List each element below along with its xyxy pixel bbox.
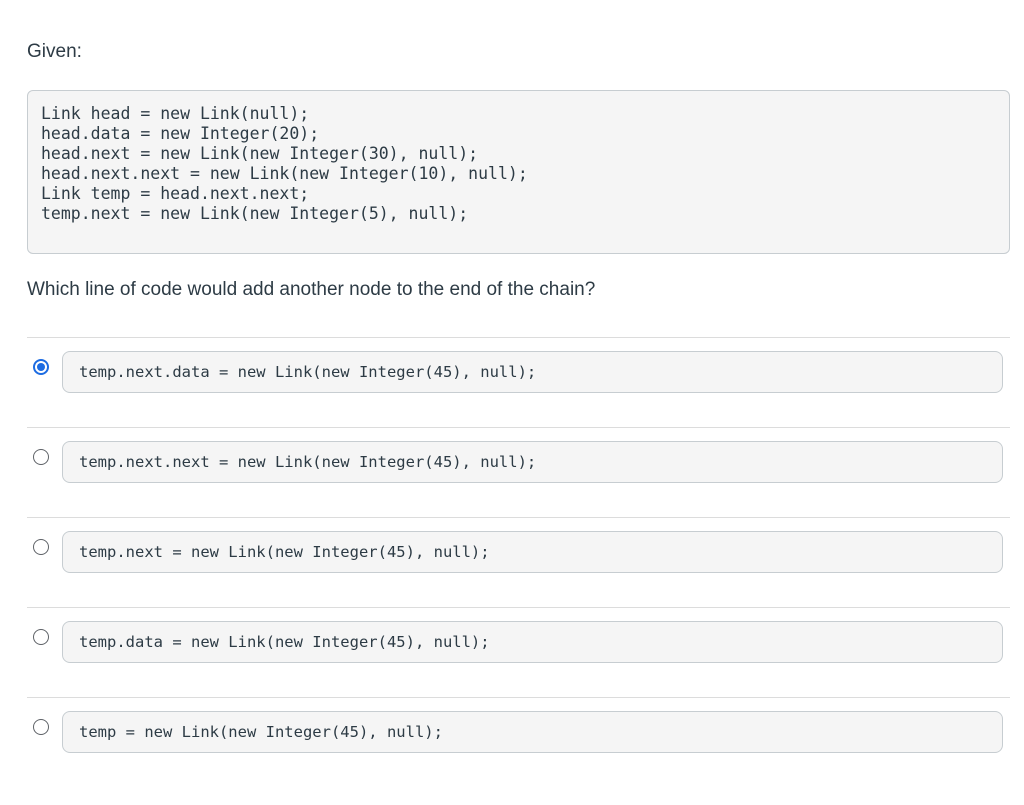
answer-divider [27,427,1010,428]
answer-divider [27,517,1010,518]
answer-code: temp.next.data = new Link(new Integer(45… [79,363,537,381]
answer-option-box[interactable]: temp.next = new Link(new Integer(45), nu… [62,531,1003,573]
radio-button[interactable] [33,449,49,465]
answer-row: temp.next.next = new Link(new Integer(45… [27,427,1010,517]
answer-row: temp.next.data = new Link(new Integer(45… [27,337,1010,427]
answer-code: temp.data = new Link(new Integer(45), nu… [79,633,490,651]
answer-option-box[interactable]: temp.next.data = new Link(new Integer(45… [62,351,1003,393]
answer-content: temp.next.next = new Link(new Integer(45… [27,428,1010,517]
answer-row: temp.data = new Link(new Integer(45), nu… [27,607,1010,697]
answer-code: temp.next = new Link(new Integer(45), nu… [79,543,490,561]
given-label: Given: [27,41,82,62]
answer-content: temp.next = new Link(new Integer(45), nu… [27,518,1010,607]
answer-divider [27,607,1010,608]
radio-button[interactable] [33,359,49,375]
radio-button[interactable] [33,629,49,645]
answer-code: temp = new Link(new Integer(45), null); [79,723,443,741]
answer-content: temp.next.data = new Link(new Integer(45… [27,338,1010,427]
answer-list: temp.next.data = new Link(new Integer(45… [27,337,1010,787]
answer-row: temp = new Link(new Integer(45), null); [27,697,1010,787]
answer-option-box[interactable]: temp.data = new Link(new Integer(45), nu… [62,621,1003,663]
question-text: Which line of code would add another nod… [27,279,596,300]
answer-option-box[interactable]: temp = new Link(new Integer(45), null); [62,711,1003,753]
radio-button[interactable] [33,719,49,735]
answer-code: temp.next.next = new Link(new Integer(45… [79,453,537,471]
radio-button[interactable] [33,539,49,555]
question-body: Given: Link head = new Link(null); head.… [27,41,1010,787]
answer-content: temp.data = new Link(new Integer(45), nu… [27,608,1010,697]
answer-divider [27,697,1010,698]
answer-option-box[interactable]: temp.next.next = new Link(new Integer(45… [62,441,1003,483]
given-code-block: Link head = new Link(null); head.data = … [27,90,1010,254]
answer-content: temp = new Link(new Integer(45), null); [27,698,1010,787]
answer-divider [27,337,1010,338]
answer-row: temp.next = new Link(new Integer(45), nu… [27,517,1010,607]
